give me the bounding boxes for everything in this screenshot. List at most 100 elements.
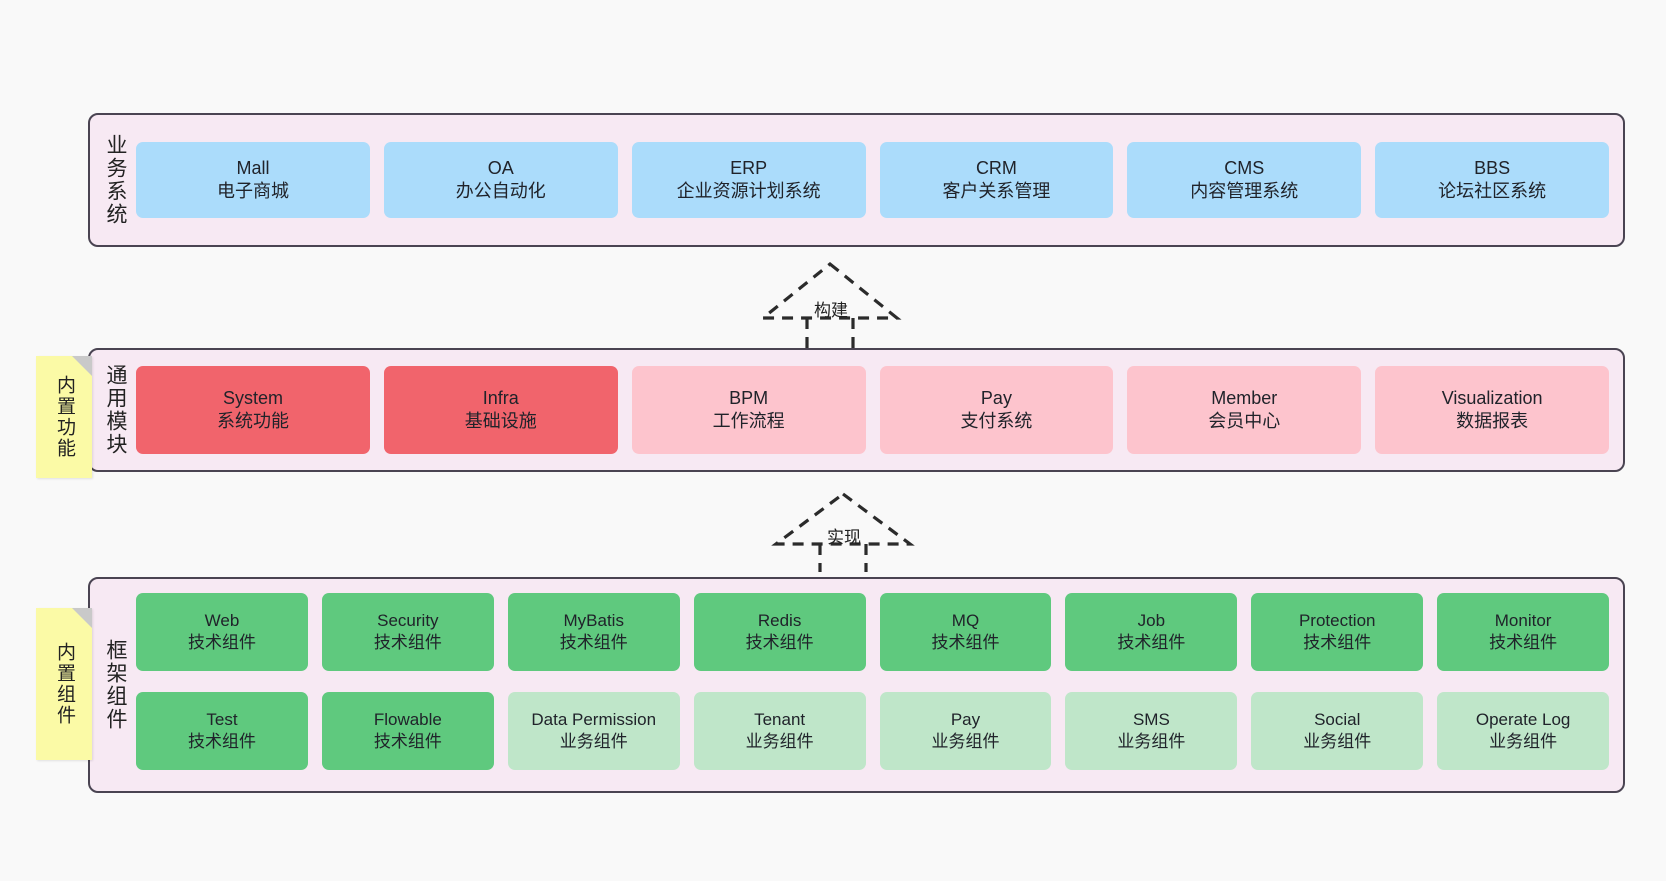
node-name: Infra xyxy=(482,387,519,408)
arrow-shaft xyxy=(805,318,855,348)
node-subtitle: 业务组件 xyxy=(745,732,814,751)
node-pay-component[interactable]: Pay 业务组件 xyxy=(879,692,1052,770)
node-subtitle: 技术组件 xyxy=(1303,633,1372,652)
node-subtitle: 技术组件 xyxy=(1489,633,1558,652)
node-name: CRM xyxy=(975,157,1017,178)
node-subtitle: 业务组件 xyxy=(931,732,1000,751)
node-mq[interactable]: MQ 技术组件 xyxy=(879,593,1052,671)
connector-build-label: 构建 xyxy=(814,301,848,320)
connector-build: 构建 xyxy=(755,260,905,348)
arrow-head-triangle xyxy=(758,261,902,320)
node-name: Protection xyxy=(1298,610,1376,630)
connector-implement: 实现 xyxy=(768,490,918,572)
node-test[interactable]: Test 技术组件 xyxy=(136,692,308,770)
node-visualization[interactable]: Visualization 数据报表 xyxy=(1375,366,1610,454)
node-subtitle: 技术组件 xyxy=(931,633,1000,652)
layer-title-common-module: 通用模块 xyxy=(104,364,128,456)
sticky-note-builtin-components[interactable]: 内置组件 xyxy=(36,608,92,760)
node-name: Visualization xyxy=(1441,387,1543,408)
node-name: SMS xyxy=(1132,709,1170,729)
node-sms[interactable]: SMS 业务组件 xyxy=(1065,692,1238,770)
node-subtitle: 企业资源计划系统 xyxy=(676,181,821,201)
node-cms[interactable]: CMS 内容管理系统 xyxy=(1127,142,1362,218)
node-security[interactable]: Security 技术组件 xyxy=(321,593,494,671)
node-name: Test xyxy=(206,709,238,729)
node-name: Data Permission xyxy=(531,709,657,729)
node-name: Security xyxy=(377,610,439,630)
node-subtitle: 技术组件 xyxy=(187,732,256,751)
node-name: Pay xyxy=(950,709,981,729)
node-subtitle: 会员中心 xyxy=(1208,411,1281,431)
node-job[interactable]: Job 技术组件 xyxy=(1065,593,1238,671)
node-subtitle: 技术组件 xyxy=(187,633,256,652)
node-name: Mall xyxy=(236,157,270,178)
node-name: MyBatis xyxy=(563,610,624,630)
node-oa[interactable]: OA 办公自动化 xyxy=(383,142,618,218)
node-bpm[interactable]: BPM 工作流程 xyxy=(631,366,866,454)
sticky-note-builtin-features[interactable]: 内置功能 xyxy=(36,356,92,478)
layer-business-system[interactable]: 业务系统 Mall 电子商城 OA 办公自动化 ERP 企业资源计划系统 CRM… xyxy=(88,113,1625,247)
node-tenant[interactable]: Tenant 业务组件 xyxy=(693,692,866,770)
node-name: Job xyxy=(1137,610,1166,630)
node-pay-module[interactable]: Pay 支付系统 xyxy=(879,366,1114,454)
node-subtitle: 工作流程 xyxy=(712,411,785,431)
node-subtitle: 技术组件 xyxy=(1117,633,1186,652)
node-subtitle: 业务组件 xyxy=(1117,732,1186,751)
node-name: CMS xyxy=(1224,157,1265,178)
node-system[interactable]: System 系统功能 xyxy=(136,366,370,454)
layer-business-system-boxes: Mall 电子商城 OA 办公自动化 ERP 企业资源计划系统 CRM 客户关系… xyxy=(136,115,1623,245)
node-name: Monitor xyxy=(1494,610,1552,630)
node-subtitle: 办公自动化 xyxy=(455,181,546,201)
layer-title-framework-component: 框架组件 xyxy=(104,639,128,731)
node-social[interactable]: Social 业务组件 xyxy=(1251,692,1424,770)
node-crm[interactable]: CRM 客户关系管理 xyxy=(879,142,1114,218)
layer-common-module[interactable]: 通用模块 System 系统功能 Infra 基础设施 BPM 工作流程 Pay… xyxy=(88,348,1625,472)
node-infra[interactable]: Infra 基础设施 xyxy=(383,366,618,454)
node-name: BPM xyxy=(729,387,769,408)
node-name: MQ xyxy=(951,610,980,630)
node-bbs[interactable]: BBS 论坛社区系统 xyxy=(1375,142,1610,218)
node-subtitle: 系统功能 xyxy=(216,411,289,431)
node-name: Tenant xyxy=(754,709,806,729)
node-subtitle: 内容管理系统 xyxy=(1190,181,1299,201)
node-subtitle: 数据报表 xyxy=(1456,411,1529,431)
node-erp[interactable]: ERP 企业资源计划系统 xyxy=(631,142,866,218)
node-subtitle: 业务组件 xyxy=(1303,732,1372,751)
framework-row-business: Test 技术组件 Flowable 技术组件 Data Permission … xyxy=(136,692,1610,777)
node-name: System xyxy=(222,387,283,408)
node-subtitle: 客户关系管理 xyxy=(942,181,1051,201)
node-protection[interactable]: Protection 技术组件 xyxy=(1251,593,1424,671)
node-subtitle: 技术组件 xyxy=(559,633,628,652)
framework-row-tech: Web 技术组件 Security 技术组件 MyBatis 技术组件 Redi… xyxy=(136,593,1610,678)
node-monitor[interactable]: Monitor 技术组件 xyxy=(1437,593,1610,671)
node-mybatis[interactable]: MyBatis 技术组件 xyxy=(507,593,680,671)
node-name: BBS xyxy=(1474,157,1511,178)
node-subtitle: 业务组件 xyxy=(1489,732,1558,751)
node-subtitle: 技术组件 xyxy=(373,633,442,652)
node-redis[interactable]: Redis 技术组件 xyxy=(693,593,866,671)
layer-framework-component[interactable]: 框架组件 Web 技术组件 Security 技术组件 MyBatis 技术组件… xyxy=(88,577,1625,793)
node-web[interactable]: Web 技术组件 xyxy=(136,593,308,671)
node-operate-log[interactable]: Operate Log 业务组件 xyxy=(1437,692,1610,770)
node-flowable[interactable]: Flowable 技术组件 xyxy=(321,692,494,770)
layer-title-business-system: 业务系统 xyxy=(104,134,128,226)
layer-framework-component-boxes: Web 技术组件 Security 技术组件 MyBatis 技术组件 Redi… xyxy=(136,579,1623,791)
node-name: Flowable xyxy=(373,709,442,729)
node-name: Web xyxy=(204,610,240,630)
node-name: Operate Log xyxy=(1475,709,1571,729)
node-name: Member xyxy=(1211,387,1278,408)
fold-corner-icon xyxy=(72,356,92,376)
connector-implement-label: 实现 xyxy=(827,528,861,547)
node-name: OA xyxy=(487,157,514,178)
node-mall[interactable]: Mall 电子商城 xyxy=(136,142,370,218)
node-data-permission[interactable]: Data Permission 业务组件 xyxy=(507,692,680,770)
layer-common-module-boxes: System 系统功能 Infra 基础设施 BPM 工作流程 Pay 支付系统… xyxy=(136,350,1623,470)
node-subtitle: 电子商城 xyxy=(216,181,289,201)
sticky-note-label: 内置功能 xyxy=(53,375,75,459)
node-subtitle: 基础设施 xyxy=(464,411,537,431)
node-name: Pay xyxy=(980,387,1012,408)
sticky-note-label: 内置组件 xyxy=(53,642,75,726)
node-member[interactable]: Member 会员中心 xyxy=(1127,366,1362,454)
arrow-shaft xyxy=(818,544,868,572)
